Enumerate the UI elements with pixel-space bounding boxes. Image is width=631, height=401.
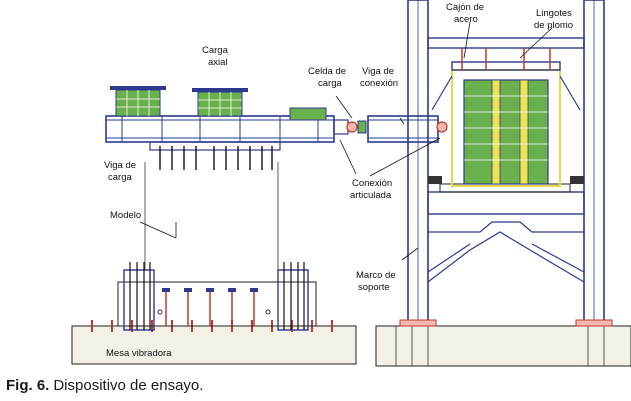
annotation-leaders (139, 21, 553, 261)
label-conexion-1: Conexión (352, 178, 392, 189)
label-celda-2: carga (318, 78, 342, 89)
label-viga-conexion-1: Viga de (362, 66, 394, 77)
steel-box (428, 48, 584, 187)
test-setup-diagram: Carga axial Celda de carga Viga de conex… (71, 0, 631, 367)
label-modelo: Modelo (110, 210, 141, 221)
label-marco-1: Marco de (356, 270, 396, 281)
label-viga-carga-2: carga (108, 172, 132, 183)
label-marco-2: soporte (358, 282, 390, 293)
connection-beam (367, 115, 448, 143)
figure-caption: Fig. 6.Dispositivo de ensayo. (6, 377, 203, 394)
load-cell (333, 119, 367, 135)
label-lingotes-1: Lingotes (536, 8, 572, 19)
label-carga-axial-2: axial (208, 57, 228, 68)
label-conexion-2: articulada (350, 190, 392, 201)
label-lingotes-2: de plomo (534, 20, 573, 31)
label-viga-carga-1: Viga de (104, 160, 136, 171)
figure-title: Dispositivo de ensayo. (53, 377, 204, 394)
model (117, 162, 317, 331)
shake-table (71, 320, 357, 365)
support-frame (375, 0, 631, 367)
label-cajon-2: acero (454, 14, 478, 25)
label-viga-conexion-2: conexión (360, 78, 398, 89)
loading-beam (105, 115, 335, 170)
label-cajon-1: Cajón de (446, 2, 484, 13)
label-mesa: Mesa vibradora (106, 348, 172, 359)
figure-number: Fig. 6. (6, 377, 50, 394)
axial-load-blocks (110, 86, 327, 121)
label-celda-1: Celda de (308, 66, 346, 77)
label-carga-axial-1: Carga (202, 45, 229, 56)
